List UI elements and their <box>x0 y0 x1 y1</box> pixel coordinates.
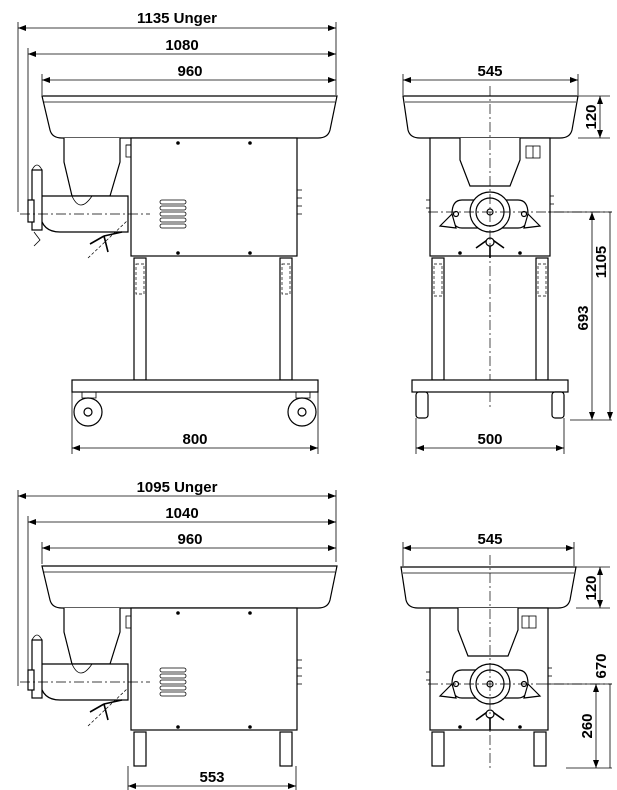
dim-label-1080: 1080 <box>165 37 198 54</box>
feed-throat <box>63 138 121 197</box>
vent-grille-bottom <box>159 667 187 697</box>
dim-stand-depth-top: 500 <box>415 418 565 454</box>
top-front-view: 1135 Unger 1080 960 <box>17 10 338 454</box>
tray <box>41 95 338 139</box>
dim-total-height-top: 1105 <box>548 211 613 421</box>
dim-tray-height-top: 120 <box>578 95 610 139</box>
dim-base-width-bottom: 553 <box>127 766 297 790</box>
dim-side-tray-width-top: 545 <box>402 63 579 95</box>
motor-housing <box>130 137 298 257</box>
top-side-view: 545 120 <box>402 63 613 454</box>
dim-label-1040: 1040 <box>165 505 198 522</box>
dim-label-693: 693 <box>575 305 592 330</box>
dim-label-545-bottom: 545 <box>477 531 502 548</box>
short-leg-left <box>133 731 147 767</box>
dim-label-260: 260 <box>579 713 596 738</box>
dim-width-bottom: 1040 <box>27 505 336 676</box>
dim-label-1105: 1105 <box>593 246 610 279</box>
dim-label-1095: 1095 Unger <box>137 479 218 496</box>
vent-grille <box>159 199 187 229</box>
dim-outlet-height-top: 693 <box>575 212 595 420</box>
dim-label-670: 670 <box>593 653 610 678</box>
dim-label-120-bottom: 120 <box>583 575 600 600</box>
dim-width-top: 1080 <box>27 37 336 200</box>
side-tray <box>402 95 579 139</box>
dim-label-960-bottom: 960 <box>177 531 202 548</box>
dim-overall-width-top: 1135 Unger <box>17 10 337 212</box>
dim-label-553: 553 <box>199 769 224 786</box>
caster-left <box>73 392 103 427</box>
dim-stand-width-top: 800 <box>71 392 319 454</box>
dim-label-960-top: 960 <box>177 63 202 80</box>
lock-handle <box>89 231 123 253</box>
dim-overall-width-bottom: 1095 Unger <box>17 479 337 686</box>
short-leg-right <box>279 731 293 767</box>
dim-label-545-top: 545 <box>477 63 502 80</box>
dim-label-800: 800 <box>182 431 207 448</box>
dim-label-1135: 1135 Unger <box>137 10 217 27</box>
dim-outlet-height-bottom: 260 <box>579 684 599 768</box>
dim-label-120-top: 120 <box>583 104 600 129</box>
dim-side-tray-width-bottom: 545 <box>402 531 575 566</box>
dim-tray-width-bottom: 960 <box>41 531 336 564</box>
dim-tray-height-bottom: 120 <box>576 566 610 609</box>
dim-tray-width-top: 960 <box>41 63 336 95</box>
stand-frame <box>71 379 319 393</box>
bottom-front-view: 1095 Unger 1040 960 <box>17 479 338 790</box>
caster-right <box>287 392 317 427</box>
bottom-side-view: 545 120 <box>400 531 612 770</box>
dim-label-500: 500 <box>477 431 502 448</box>
dim-total-height-bottom: 670 <box>546 653 612 769</box>
